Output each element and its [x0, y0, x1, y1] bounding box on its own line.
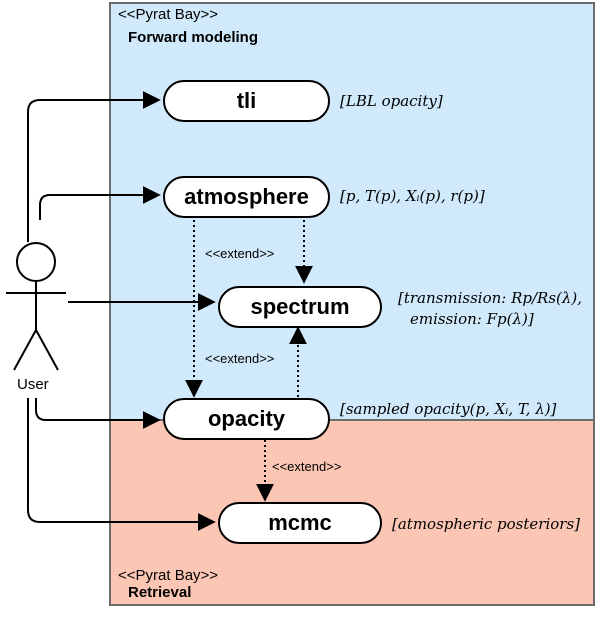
note-spectrum-line2: emission: Fp(λ)] — [410, 310, 534, 328]
retrieval-title: Retrieval — [128, 584, 192, 601]
association-atmosphere — [39, 186, 161, 220]
use-case-tli[interactable]: tli — [163, 80, 330, 122]
note-tli: [LBL opacity] — [340, 92, 443, 110]
note-spectrum-line1: [transmission: Rp/Rs(λ), — [398, 289, 582, 307]
use-case-opacity[interactable]: opacity — [163, 398, 330, 440]
use-case-spectrum[interactable]: spectrum — [218, 286, 382, 328]
use-case-mcmc[interactable]: mcmc — [218, 502, 382, 544]
forward-title: Forward modeling — [128, 29, 259, 46]
actor-figure — [6, 242, 66, 371]
association-tli — [27, 91, 161, 242]
extend-label-atmosphere-spectrum: <<extend>> — [205, 246, 275, 261]
extend-label-opacity-mcmc: <<extend>> — [272, 459, 342, 474]
use-case-atmosphere[interactable]: atmosphere — [163, 176, 330, 218]
association-opacity — [35, 398, 161, 429]
note-opacity: [sampled opacity(p, Xᵢ, T, λ)] — [340, 400, 557, 418]
note-mcmc: [atmospheric posteriors] — [392, 515, 581, 533]
association-mcmc — [27, 398, 216, 531]
panel-divider — [109, 419, 595, 421]
forward-stereotype: <<Pyrat Bay>> — [118, 6, 219, 23]
retrieval-stereotype: <<Pyrat Bay>> — [118, 567, 219, 584]
note-atmosphere: [p, T(p), Xᵢ(p), r(p)] — [340, 187, 485, 205]
extend-label-opacity-spectrum: <<extend>> — [205, 351, 275, 366]
actor-label: User — [17, 376, 49, 393]
